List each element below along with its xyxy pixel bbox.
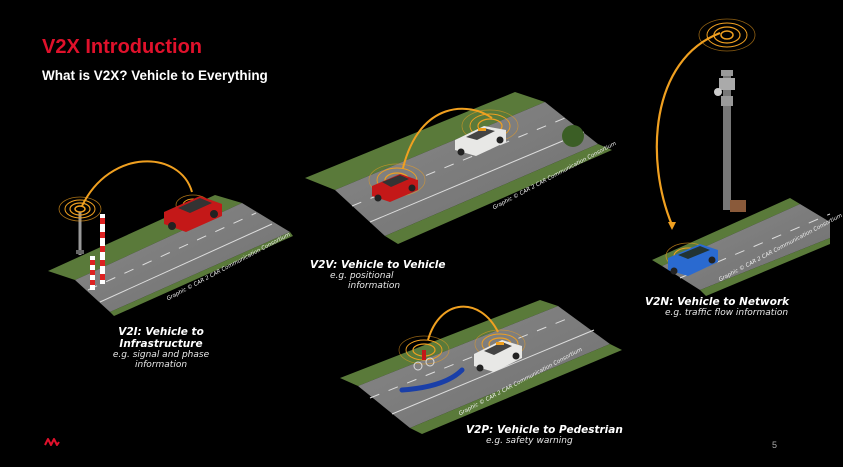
radio-wave-icon bbox=[698, 18, 756, 52]
slide-title: V2X Introduction bbox=[42, 36, 202, 58]
v2v-heading: V2V: Vehicle to Vehicle bbox=[310, 259, 446, 271]
v2p-grass-near bbox=[340, 300, 558, 386]
v2v-grass-far bbox=[385, 144, 612, 244]
v2i-heading: V2I: Vehicle to Infrastructure bbox=[118, 326, 204, 350]
red-car bbox=[164, 196, 222, 232]
cell-tower-icon bbox=[714, 70, 746, 212]
v2v-scene bbox=[305, 92, 612, 244]
v2n-caption: V2N: Vehicle to Network e.g. traffic flo… bbox=[645, 296, 789, 318]
pedestrian-path bbox=[399, 367, 465, 393]
v2v-desc-line1: e.g. positional bbox=[330, 271, 394, 281]
v2v-grass-near bbox=[305, 92, 545, 190]
cyclist bbox=[413, 350, 435, 371]
v2p-desc-line1: e.g. safety warning bbox=[486, 436, 573, 446]
v2n-scene bbox=[652, 18, 831, 296]
v2v-desc-line2: information bbox=[348, 281, 401, 291]
barrier-posts bbox=[90, 214, 105, 290]
v2v-road bbox=[335, 102, 598, 236]
red-car bbox=[372, 174, 418, 202]
v2i-link-arc bbox=[81, 160, 193, 207]
v2p-link-arc bbox=[427, 305, 499, 341]
white-car bbox=[455, 126, 506, 156]
v2i-road bbox=[75, 203, 290, 312]
v2n-desc-line1: e.g. traffic flow information bbox=[665, 308, 789, 318]
v2i-scene bbox=[48, 160, 293, 316]
slide-subtitle: What is V2X? Vehicle to Everything bbox=[42, 68, 268, 83]
white-car bbox=[474, 340, 522, 372]
company-logo-icon bbox=[44, 438, 60, 446]
v2p-grass-far bbox=[410, 344, 622, 434]
v2i-desc-line1: e.g. signal and phase bbox=[112, 350, 210, 360]
v2n-link-arc bbox=[655, 31, 721, 226]
v2i-grass-far bbox=[110, 232, 293, 316]
blue-car bbox=[668, 244, 718, 276]
v2i-desc-line2: information bbox=[134, 360, 188, 370]
v2v-caption: V2V: Vehicle to Vehicle e.g. positional … bbox=[310, 259, 446, 291]
tree bbox=[562, 125, 584, 147]
v2p-caption: V2P: Vehicle to Pedestrian e.g. safety w… bbox=[466, 424, 623, 446]
v2n-grass-far bbox=[700, 238, 830, 296]
v2i-caption: V2I: Vehicle to Infrastructure e.g. sign… bbox=[82, 326, 240, 370]
v2p-scene bbox=[340, 300, 622, 434]
v2p-heading: V2P: Vehicle to Pedestrian bbox=[466, 424, 623, 436]
page-number: 5 bbox=[772, 440, 778, 450]
radio-wave-icon bbox=[58, 196, 102, 222]
v2n-heading: V2N: Vehicle to Network bbox=[645, 296, 790, 308]
v2v-link-arc bbox=[402, 107, 493, 169]
